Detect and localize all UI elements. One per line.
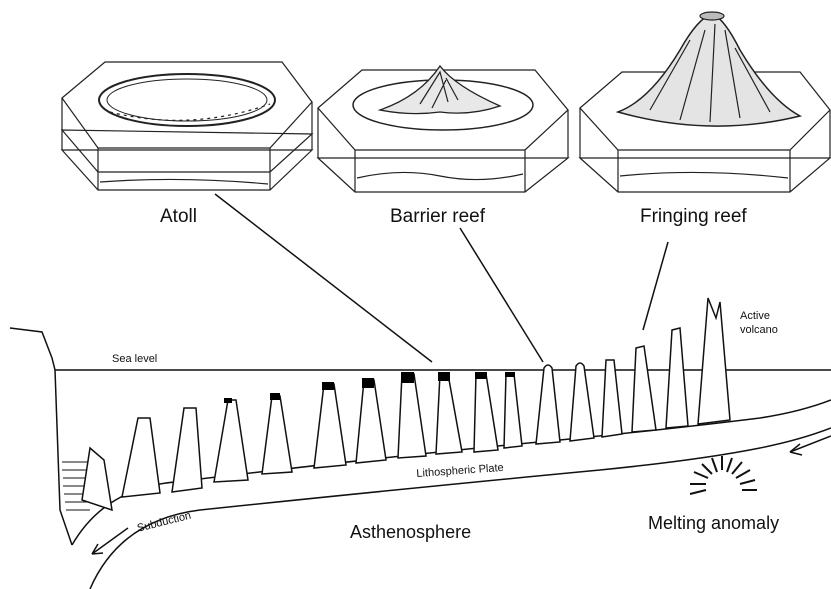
seamount-chain [82,298,730,510]
subduction-arrow [92,528,128,554]
melting-anomaly-label: Melting anomaly [648,513,779,534]
active-volcano-label-line2: volcano [740,324,778,336]
atoll-block-diagram [62,62,312,190]
plate-motion-arrow-right [790,436,831,452]
active-volcano-label-line1: Active [740,310,770,322]
atoll-label: Atoll [160,206,197,228]
sea-level-label: Sea level [112,353,157,365]
barrier-reef-block-diagram [318,66,568,192]
fringing-reef-label: Fringing reef [640,206,747,228]
melting-anomaly-rays [690,456,757,494]
fringing-reef-leader-line [643,242,668,330]
fringing-reef-block-diagram [580,12,830,192]
barrier-reef-leader-line [460,228,543,362]
barrier-reef-label: Barrier reef [390,206,485,228]
trench-wall [10,328,72,545]
asthenosphere-label: Asthenosphere [350,522,471,543]
